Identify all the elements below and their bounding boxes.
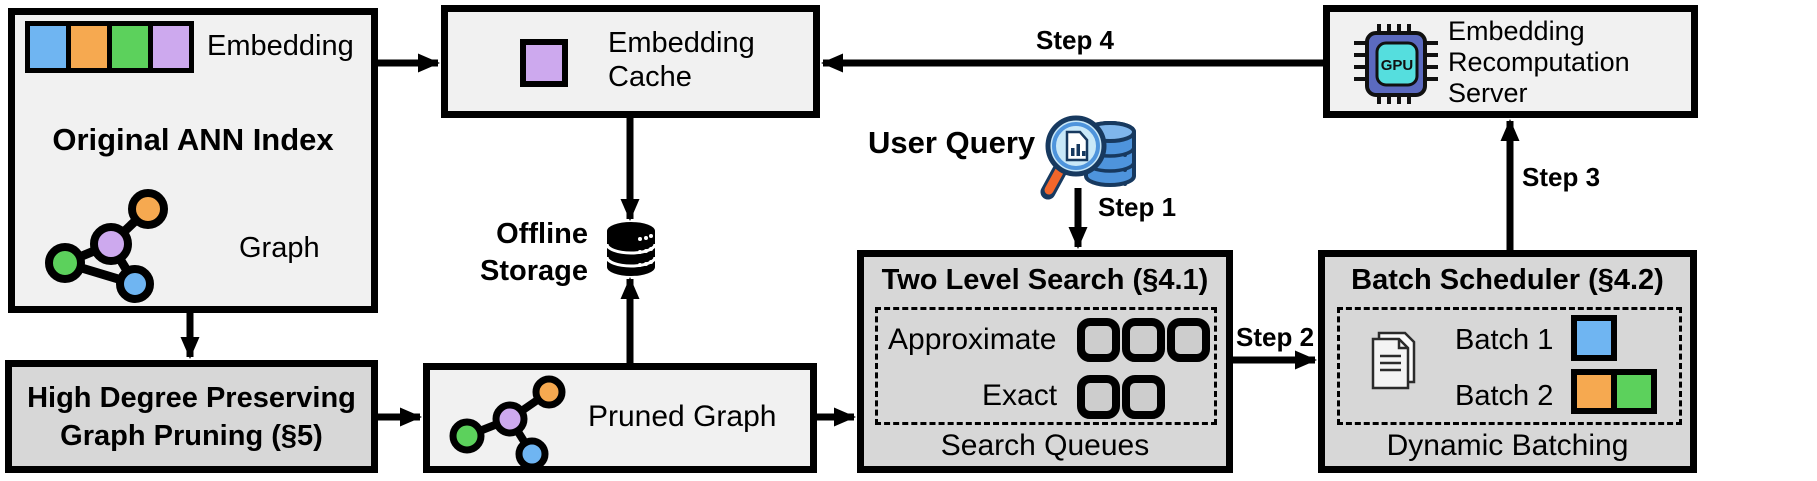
graph-node-green xyxy=(45,243,85,283)
pruned-node-orange xyxy=(532,375,566,409)
graph-label: Graph xyxy=(239,232,320,264)
batch1-embedding-square xyxy=(1571,315,1617,361)
batch-scheduler-title: Batch Scheduler (§4.2) xyxy=(1351,264,1664,296)
offline-storage-label: Offline Storage xyxy=(480,218,588,287)
high-degree-pruning-box: High Degree Preserving Graph Pruning (§5… xyxy=(5,360,378,473)
recomputation-server-box: GPU Embedding Recomputation Server xyxy=(1323,5,1698,118)
batch-scheduler-box: Batch Scheduler (§4.2) Batch 1 Batch 2 D… xyxy=(1318,250,1697,473)
search-queues-caption: Search Queues xyxy=(940,429,1150,462)
graph-node-purple xyxy=(90,223,132,265)
high-degree-pruning-title: High Degree Preserving Graph Pruning (§5… xyxy=(27,381,356,452)
batch2-label: Batch 2 xyxy=(1455,380,1554,412)
approximate-label: Approximate xyxy=(888,323,1057,356)
embedding-strip-icon xyxy=(25,21,194,73)
approximate-queue-icons xyxy=(1077,318,1210,362)
step3-label: Step 3 xyxy=(1522,162,1601,192)
step2-label: Step 2 xyxy=(1236,322,1315,352)
graph-node-blue xyxy=(116,265,154,303)
batch2-embedding-squares xyxy=(1571,369,1657,414)
graph-node-orange xyxy=(128,189,168,229)
search-queues-dashed-area xyxy=(875,307,1217,425)
step1-label: Step 1 xyxy=(1098,192,1177,222)
magnifier-icon xyxy=(1040,115,1107,200)
dynamic-batching-dashed-area xyxy=(1337,307,1682,425)
two-level-search-box: Two Level Search (§4.1) Approximate Exac… xyxy=(857,250,1233,473)
embedding-cell-orange xyxy=(71,26,107,68)
queue-slot xyxy=(1077,318,1120,362)
pruned-graph-box: Pruned Graph xyxy=(423,363,817,473)
graph-icon xyxy=(45,189,168,303)
original-ann-index-box: Embedding Original ANN Index Graph xyxy=(8,8,378,313)
embedding-cache-label: Embedding Cache xyxy=(608,27,755,93)
gpu-chip-text: GPU xyxy=(1381,57,1414,74)
embedding-cell-blue xyxy=(30,26,66,68)
embedding-label: Embedding xyxy=(207,30,354,62)
offline-storage-icon xyxy=(605,222,657,276)
user-query-icon xyxy=(1040,115,1136,200)
gpu-chip-icon: GPU xyxy=(1354,24,1438,104)
pruned-node-purple xyxy=(492,401,528,437)
pruned-graph-label: Pruned Graph xyxy=(588,400,777,433)
queue-slot xyxy=(1122,375,1165,419)
dynamic-batching-caption: Dynamic Batching xyxy=(1386,429,1629,462)
embedding-cell-purple xyxy=(153,26,189,68)
batch2-cell-green xyxy=(1617,375,1651,408)
user-query-label: User Query xyxy=(868,125,1036,160)
pruned-node-blue xyxy=(515,437,549,471)
recomputation-server-label: Embedding Recomputation Server xyxy=(1448,16,1630,108)
batch1-label: Batch 1 xyxy=(1455,324,1554,356)
embedding-cell-green xyxy=(112,26,148,68)
pruned-graph-icon xyxy=(449,375,566,471)
embedding-cache-box: Embedding Cache xyxy=(441,5,820,118)
two-level-search-title: Two Level Search (§4.1) xyxy=(881,264,1209,296)
exact-queue-icons xyxy=(1077,375,1165,419)
document-stack-icon xyxy=(1371,331,1416,390)
queue-slot xyxy=(1167,318,1210,362)
cached-embedding-square xyxy=(520,39,568,87)
batch2-cell-orange xyxy=(1577,375,1611,408)
queue-slot xyxy=(1122,318,1165,362)
exact-label: Exact xyxy=(982,379,1058,412)
pruned-node-green xyxy=(449,418,485,454)
queue-slot xyxy=(1077,375,1120,419)
original-ann-index-title: Original ANN Index xyxy=(52,122,334,157)
step4-label: Step 4 xyxy=(1035,25,1115,55)
